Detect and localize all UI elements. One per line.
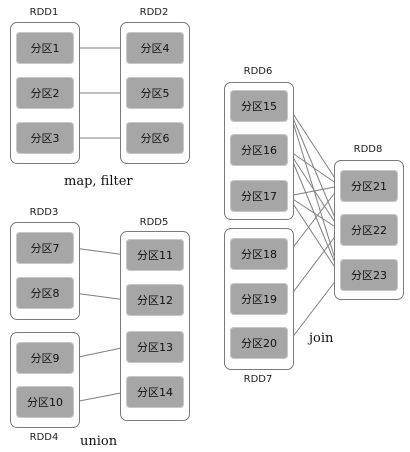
partition-16: 分区16 bbox=[230, 134, 288, 166]
partition-6: 分区6 bbox=[126, 122, 184, 154]
union-caption: union bbox=[80, 434, 118, 449]
partition-23: 分区23 bbox=[340, 259, 398, 291]
partition-22: 分区22 bbox=[340, 214, 398, 246]
rdd6-label: RDD6 bbox=[243, 66, 273, 77]
rdd1-label: RDD1 bbox=[29, 7, 59, 18]
arrow-p17-to-p21 bbox=[287, 184, 341, 197]
join-caption: join bbox=[309, 331, 334, 346]
partition-21: 分区21 bbox=[340, 170, 398, 202]
rdd7-label: RDD7 bbox=[243, 374, 273, 385]
partition-3: 分区3 bbox=[16, 122, 74, 154]
partition-15: 分区15 bbox=[230, 90, 288, 122]
arrow-p7-to-p11 bbox=[73, 247, 127, 258]
partition-2: 分区2 bbox=[16, 77, 74, 109]
arrow-p15-to-p21 bbox=[287, 105, 341, 187]
map-filter-caption: map, filter bbox=[64, 174, 133, 189]
partition-7: 分区7 bbox=[16, 232, 74, 264]
partition-19: 分区19 bbox=[230, 283, 288, 315]
arrow-p19-to-p22 bbox=[287, 229, 341, 300]
partition-11: 分区11 bbox=[126, 239, 184, 271]
arrow-p17-to-p22 bbox=[287, 195, 341, 231]
arrow-p8-to-p12 bbox=[73, 292, 127, 303]
partition-20: 分区20 bbox=[230, 327, 288, 359]
arrow-p18-to-p21 bbox=[287, 185, 341, 255]
rdd4-label: RDD4 bbox=[29, 432, 59, 443]
partition-4: 分区4 bbox=[126, 32, 184, 64]
rdd8-label: RDD8 bbox=[353, 144, 383, 155]
arrow-p20-to-p23 bbox=[287, 274, 341, 344]
arrow-p16-to-p21 bbox=[287, 149, 341, 187]
partition-8: 分区8 bbox=[16, 277, 74, 309]
rdd5-label: RDD5 bbox=[139, 217, 169, 228]
arrow-p16-to-p22 bbox=[287, 149, 341, 231]
arrow-p9-to-p13 bbox=[73, 345, 127, 359]
partition-13: 分区13 bbox=[126, 331, 184, 363]
arrow-p17-to-p23 bbox=[287, 195, 341, 276]
rdd2-label: RDD2 bbox=[139, 7, 169, 18]
partition-5: 分区5 bbox=[126, 77, 184, 109]
partition-18: 分区18 bbox=[230, 238, 288, 270]
partition-1: 分区1 bbox=[16, 32, 74, 64]
partition-9: 分区9 bbox=[16, 342, 74, 374]
partition-12: 分区12 bbox=[126, 284, 184, 316]
partition-17: 分区17 bbox=[230, 180, 288, 212]
partition-14: 分区14 bbox=[126, 376, 184, 408]
rdd3-label: RDD3 bbox=[29, 207, 59, 218]
partition-10: 分区10 bbox=[16, 386, 74, 418]
arrow-p10-to-p14 bbox=[73, 390, 127, 403]
